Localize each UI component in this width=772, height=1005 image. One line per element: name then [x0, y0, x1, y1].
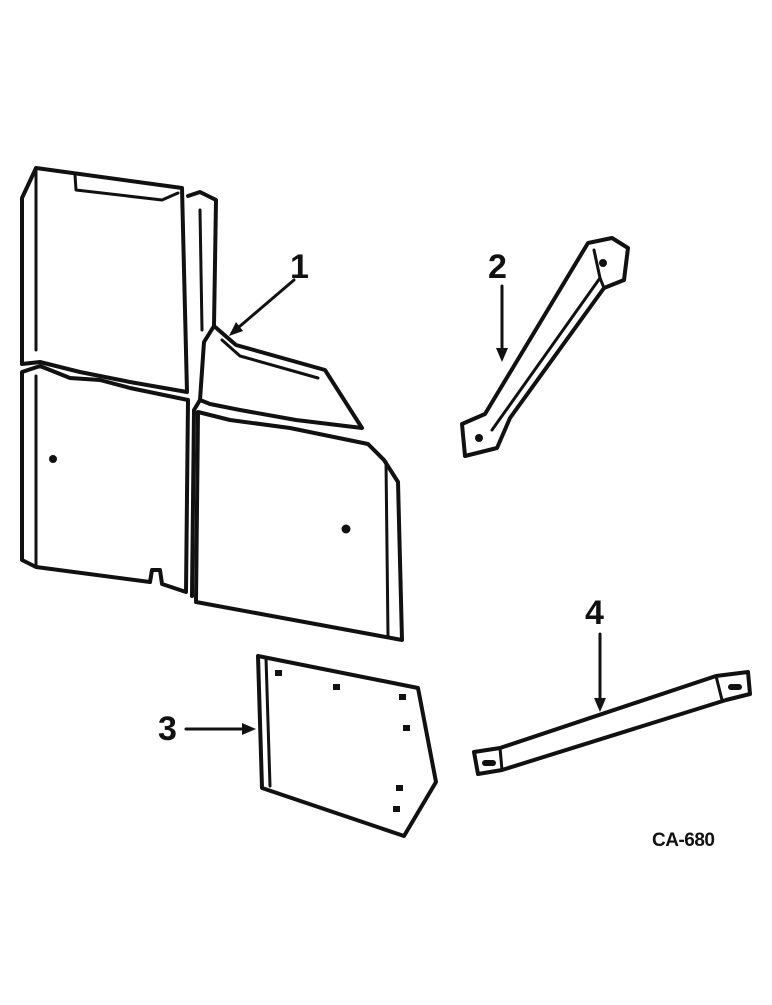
part-2-bracket [460, 236, 630, 458]
callout-2: 2 [488, 248, 507, 286]
part-3-plate [184, 654, 438, 838]
callout-4: 4 [585, 594, 604, 632]
figure-code: CA-680 [652, 830, 715, 851]
part-1-panel [20, 166, 404, 642]
callout-3: 3 [158, 710, 177, 748]
part-4-strap [472, 632, 752, 776]
callout-1: 1 [290, 248, 309, 286]
